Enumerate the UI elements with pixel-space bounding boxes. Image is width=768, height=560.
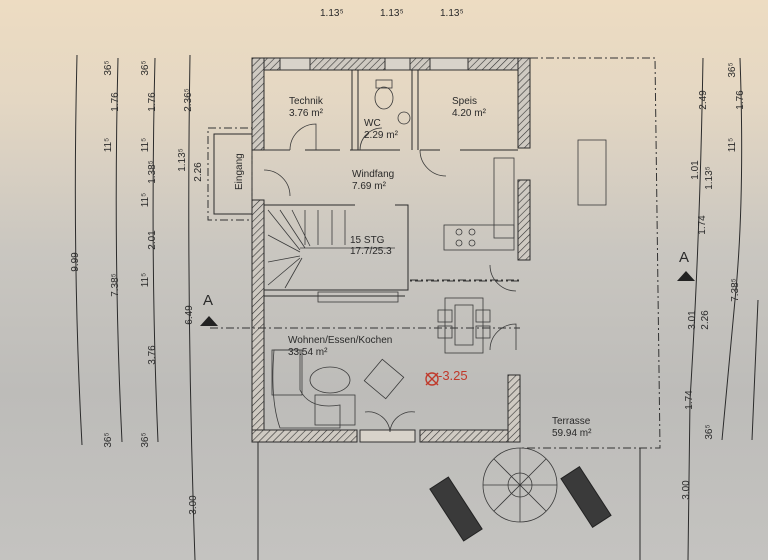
top-dimension: 1.13⁵ bbox=[380, 8, 404, 19]
dimension-label: 36⁵ bbox=[704, 424, 715, 439]
dimension-label: 36⁵ bbox=[103, 432, 114, 447]
dimension-label: 11⁵ bbox=[140, 138, 151, 153]
room-area: 59.94 m² bbox=[552, 428, 592, 439]
building-walls bbox=[251, 57, 531, 443]
dimension-label: 2.01 bbox=[147, 230, 158, 250]
dimension-label: 1.13⁵ bbox=[177, 148, 188, 172]
staircase bbox=[267, 209, 395, 289]
dimension-label: 6.49 bbox=[184, 305, 195, 325]
dimension-label: 11⁵ bbox=[103, 138, 114, 153]
dimension-label: 11⁵ bbox=[727, 138, 738, 153]
dimension-label: 1.74 bbox=[697, 215, 708, 235]
fixtures bbox=[271, 79, 607, 523]
dimension-label: 1.01 bbox=[690, 160, 701, 180]
room-name: WC bbox=[364, 118, 381, 129]
dimension-label: 3.00 bbox=[188, 495, 199, 515]
dimension-label: 1.76 bbox=[735, 90, 746, 110]
room-name: Terrasse bbox=[552, 416, 591, 427]
dimension-label: 11⁵ bbox=[140, 193, 151, 208]
room-name: Windfang bbox=[352, 169, 394, 180]
level-marker: -3.25 bbox=[425, 368, 468, 386]
dimension-label: 3.01 bbox=[687, 310, 698, 330]
doors bbox=[263, 123, 517, 433]
left-dimension-lines bbox=[74, 54, 196, 560]
section-marker-right: A bbox=[677, 249, 695, 281]
top-dimension: 1.13⁵ bbox=[440, 8, 464, 19]
dimension-label: 7.38⁵ bbox=[110, 273, 121, 297]
sun-loungers bbox=[429, 465, 612, 542]
room-name: Wohnen/Essen/Kochen bbox=[288, 335, 392, 346]
dimension-label: 1.74 bbox=[684, 390, 695, 410]
dimension-label: 2.36⁵ bbox=[183, 88, 194, 112]
dimension-label: 36⁵ bbox=[140, 60, 151, 75]
dimension-label: 1.76 bbox=[147, 92, 158, 112]
svg-text:-3.25: -3.25 bbox=[438, 368, 468, 383]
dimension-label: 11⁵ bbox=[140, 273, 151, 288]
room-area: 7.69 m² bbox=[352, 181, 387, 192]
right-dimension-lines bbox=[687, 57, 759, 560]
room-area: 2.29 m² bbox=[364, 130, 399, 141]
stairs-steps: 15 STG bbox=[350, 235, 385, 246]
svg-text:A: A bbox=[679, 249, 689, 266]
dimension-label: 2.26 bbox=[193, 162, 204, 182]
room-name: Speis bbox=[452, 96, 477, 107]
dimension-label: 2.49 bbox=[698, 90, 709, 110]
section-marker-left: A bbox=[200, 292, 218, 326]
top-dimension: 1.13⁵ bbox=[320, 8, 344, 19]
room-area: 4.20 m² bbox=[452, 108, 487, 119]
dimension-label: 1.38⁵ bbox=[147, 160, 158, 184]
stairs-ratio: 17.7/25.3 bbox=[350, 246, 392, 257]
dimension-label: 1.76 bbox=[110, 92, 121, 112]
room-area: 3.76 m² bbox=[289, 108, 324, 119]
dimension-label: 7.38⁵ bbox=[730, 278, 741, 302]
room-name: Technik bbox=[289, 96, 324, 107]
svg-text:A: A bbox=[203, 292, 213, 309]
dimension-label: 2.26 bbox=[700, 310, 711, 330]
dimension-label: 36⁵ bbox=[103, 60, 114, 75]
dimension-label: 3.76 bbox=[147, 345, 158, 365]
room-area: 33.54 m² bbox=[288, 347, 328, 358]
dimension-label: 3.00 bbox=[681, 480, 692, 500]
entrance-label: Eingang bbox=[234, 153, 245, 190]
entrance: Eingang bbox=[207, 127, 253, 221]
dimension-label: 1.13⁵ bbox=[704, 166, 715, 190]
dimension-label: 36⁵ bbox=[727, 62, 738, 77]
dimension-label: 36⁵ bbox=[140, 432, 151, 447]
dimension-label: 9.99 bbox=[70, 252, 81, 272]
